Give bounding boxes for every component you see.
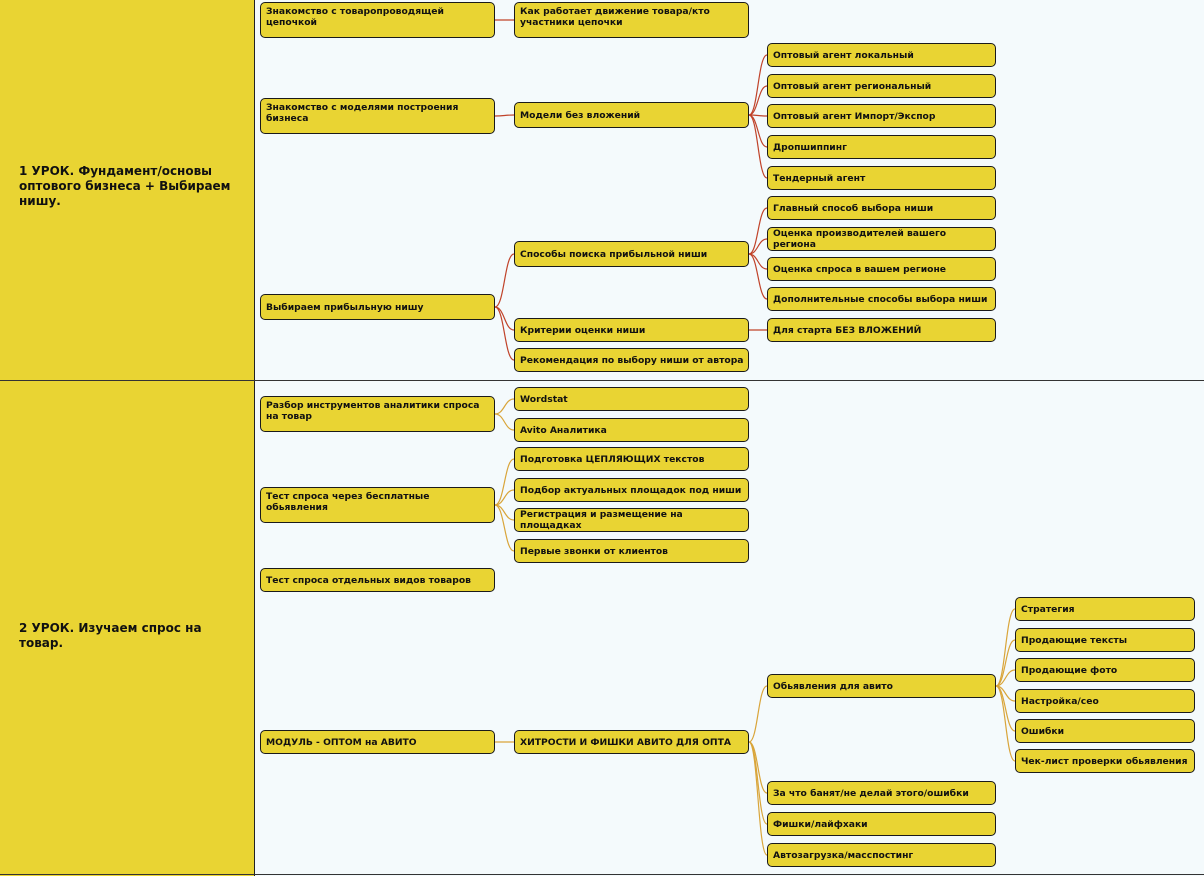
node-ban-reasons[interactable]: За что банят/не делай этого/ошибки — [767, 781, 996, 805]
connector-m4-m5 — [494, 458, 515, 506]
node-analytics-tools[interactable]: Разбор инструментов аналитики спроса на … — [260, 396, 495, 432]
connector-n11-n12 — [748, 207, 768, 255]
node-strategy[interactable]: Стратегия — [1015, 597, 1195, 621]
connector-n10-n11 — [494, 253, 515, 308]
node-extra-niche-methods[interactable]: Дополнительные способы выбора ниши — [767, 287, 996, 311]
node-seo-settings[interactable]: Настройка/сео — [1015, 689, 1195, 713]
node-autoload[interactable]: Автозагрузка/масспостинг — [767, 843, 996, 867]
connector-m11-m12 — [748, 685, 768, 743]
connector-m12-m15 — [995, 669, 1016, 687]
node-producer-assessment[interactable]: Оценка производителей вашего региона — [767, 227, 996, 251]
connector-m1-m2 — [494, 398, 515, 415]
node-author-recommendation[interactable]: Рекомендация по выбору ниши от автора — [514, 348, 749, 372]
node-first-calls[interactable]: Первые звонки от клиентов — [514, 539, 749, 563]
node-main-niche-method[interactable]: Главный способ выбора ниши — [767, 196, 996, 220]
connector-m12-m18 — [995, 685, 1016, 762]
node-ad-checklist[interactable]: Чек-лист проверки обьявления — [1015, 749, 1195, 773]
connector-n10-n18 — [494, 306, 515, 361]
node-choose-niche[interactable]: Выбираем прибыльную нишу — [260, 294, 495, 320]
connector-n11-n13 — [748, 238, 768, 255]
node-catchy-texts[interactable]: Подготовка ЦЕПЛЯЮЩИХ текстов — [514, 447, 749, 471]
row-divider-bottom — [0, 874, 1204, 875]
node-local-agent[interactable]: Оптовый агент локальный — [767, 43, 996, 67]
connector-m4-m8 — [494, 504, 515, 552]
lesson-2-panel: 2 УРОК. Изучаем спрос на товар. — [0, 381, 255, 876]
lesson-1-title: 1 УРОК. Фундамент/основы оптового бизнес… — [19, 164, 231, 208]
connector-n3-n4 — [494, 114, 515, 117]
node-registration[interactable]: Регистрация и размещение на площадках — [514, 508, 749, 532]
lesson-2-title: 2 УРОК. Изучаем спрос на товар. — [19, 621, 202, 650]
node-mistakes[interactable]: Ошибки — [1015, 719, 1195, 743]
node-goods-movement[interactable]: Как работает движение товара/кто участни… — [514, 2, 749, 38]
node-tender-agent[interactable]: Тендерный агент — [767, 166, 996, 190]
lesson-1-panel: 1 УРОК. Фундамент/основы оптового бизнес… — [0, 0, 255, 380]
node-no-investment-models[interactable]: Модели без вложений — [514, 102, 749, 128]
connector-n4-n6 — [748, 85, 768, 116]
node-demand-assessment[interactable]: Оценка спроса в вашем регионе — [767, 257, 996, 281]
node-supply-chain[interactable]: Знакомство с товаропроводящей цепочкой — [260, 2, 495, 38]
node-platform-selection[interactable]: Подбор актуальных площадок под ниши — [514, 478, 749, 502]
node-niche-criteria[interactable]: Критерии оценки ниши — [514, 318, 749, 342]
node-avito-wholesale-module[interactable]: МОДУЛЬ - ОПТОМ на АВИТО — [260, 730, 495, 754]
node-avito-tricks[interactable]: ХИТРОСТИ И ФИШКИ АВИТО ДЛЯ ОПТА — [514, 730, 749, 754]
node-regional-agent[interactable]: Оптовый агент региональный — [767, 74, 996, 98]
connector-m1-m3 — [494, 413, 515, 431]
node-wordstat[interactable]: Wordstat — [514, 387, 749, 411]
row-divider — [0, 380, 1204, 381]
connector-m4-m6 — [494, 489, 515, 506]
connector-n4-n9 — [748, 114, 768, 179]
node-free-ads-test[interactable]: Тест спроса через бесплатные обьявления — [260, 487, 495, 523]
node-niche-search-methods[interactable]: Способы поиска прибыльной ниши — [514, 241, 749, 267]
node-selling-photos[interactable]: Продающие фото — [1015, 658, 1195, 682]
node-business-models[interactable]: Знакомство с моделями построения бизнеса — [260, 98, 495, 134]
node-product-demand-test[interactable]: Тест спроса отдельных видов товаров — [260, 568, 495, 592]
connector-n11-n15 — [748, 253, 768, 300]
connector-n4-n5 — [748, 54, 768, 116]
node-dropshipping[interactable]: Дропшиппинг — [767, 135, 996, 159]
node-lifehacks[interactable]: Фишки/лайфхаки — [767, 812, 996, 836]
node-avito-analytics[interactable]: Avito Аналитика — [514, 418, 749, 442]
node-import-export-agent[interactable]: Оптовый агент Импорт/Экспор — [767, 104, 996, 128]
connector-m12-m14 — [995, 639, 1016, 687]
node-start-no-investment[interactable]: Для старта БЕЗ ВЛОЖЕНИЙ — [767, 318, 996, 342]
node-avito-ads[interactable]: Обьявления для авито — [767, 674, 996, 698]
node-selling-texts[interactable]: Продающие тексты — [1015, 628, 1195, 652]
connector-m11-m21 — [748, 741, 768, 856]
